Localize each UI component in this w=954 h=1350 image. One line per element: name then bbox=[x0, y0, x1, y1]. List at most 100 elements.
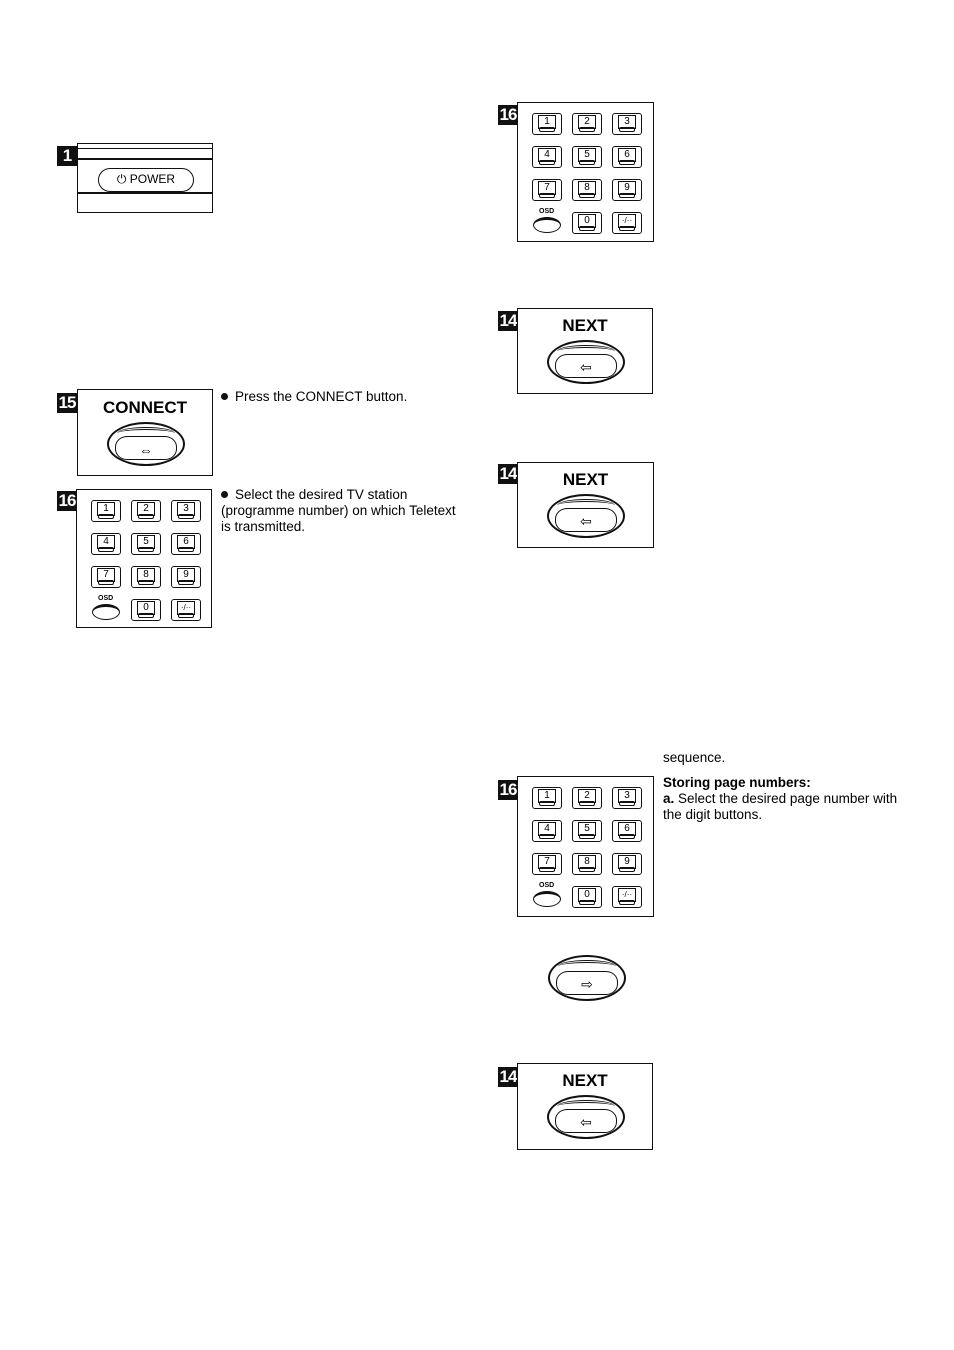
next-title: NEXT bbox=[562, 1071, 608, 1090]
connect-arrow-icon: ⇔ bbox=[139, 442, 153, 458]
double-digit-key[interactable]: ·/·· bbox=[171, 599, 201, 621]
digit-key-label: 3 bbox=[177, 502, 195, 516]
digit-key-5[interactable]: 5 bbox=[572, 146, 602, 168]
store-button[interactable]: ⇨ bbox=[548, 955, 626, 1001]
digit-key-3[interactable]: 3 bbox=[612, 787, 642, 809]
digit-key-1[interactable]: 1 bbox=[532, 787, 562, 809]
bullet-icon bbox=[221, 393, 228, 400]
digit-key-6[interactable]: 6 bbox=[171, 533, 201, 555]
power-panel: ⏻ POWER bbox=[77, 143, 213, 213]
digit-key-6[interactable]: 6 bbox=[612, 146, 642, 168]
digit-key-label: 1 bbox=[97, 502, 115, 516]
digit-key-label: 5 bbox=[578, 822, 596, 836]
next-panel-3: NEXT ⇦ bbox=[517, 1063, 653, 1150]
digit-key-7[interactable]: 7 bbox=[532, 179, 562, 201]
digit-key-label: 0 bbox=[578, 214, 596, 228]
storing-a-line2: the digit buttons. bbox=[663, 807, 763, 822]
digit-key-label: 1 bbox=[538, 115, 556, 129]
storing-heading: Storing page numbers: bbox=[663, 775, 811, 790]
connect-title: CONNECT bbox=[102, 398, 188, 417]
digit-key-0[interactable]: 0 bbox=[131, 599, 161, 621]
power-button[interactable]: ⏻ POWER bbox=[98, 168, 194, 192]
digit-key-label: 6 bbox=[618, 822, 636, 836]
digit-key-4[interactable]: 4 bbox=[91, 533, 121, 555]
digit-key-label: 8 bbox=[578, 181, 596, 195]
digit-key-label: 3 bbox=[618, 789, 636, 803]
digit-key-label: 2 bbox=[137, 502, 155, 516]
digit-key-9[interactable]: 9 bbox=[612, 179, 642, 201]
digit-key-0[interactable]: 0 bbox=[572, 212, 602, 234]
digit-key-2[interactable]: 2 bbox=[572, 113, 602, 135]
step-number-16: 16 bbox=[498, 105, 518, 125]
digit-key-4[interactable]: 4 bbox=[532, 820, 562, 842]
double-digit-key[interactable]: ·/·· bbox=[612, 886, 642, 908]
next-arrow-icon: ⇦ bbox=[580, 359, 592, 375]
digit-key-2[interactable]: 2 bbox=[572, 787, 602, 809]
next-arrow-icon: ⇦ bbox=[580, 1114, 592, 1130]
osd-label: OSD bbox=[98, 595, 114, 602]
digit-key-5[interactable]: 5 bbox=[572, 820, 602, 842]
digit-key-1[interactable]: 1 bbox=[532, 113, 562, 135]
connect-button[interactable]: ⇔ bbox=[107, 422, 185, 466]
next-button[interactable]: ⇦ bbox=[547, 494, 625, 538]
digit-key-label: 0 bbox=[578, 888, 596, 902]
digit-key-label: 7 bbox=[538, 855, 556, 869]
osd-button[interactable] bbox=[92, 604, 120, 620]
digit-key-label: 4 bbox=[538, 148, 556, 162]
digit-key-3[interactable]: 3 bbox=[171, 500, 201, 522]
step-number-1: 1 bbox=[57, 146, 77, 166]
next-button[interactable]: ⇦ bbox=[547, 1095, 625, 1139]
step-number-16: 16 bbox=[498, 780, 518, 800]
digit-key-6[interactable]: 6 bbox=[612, 820, 642, 842]
step-number-15: 15 bbox=[57, 393, 77, 413]
digit-key-8[interactable]: 8 bbox=[572, 179, 602, 201]
digit-key-label: 0 bbox=[137, 601, 155, 615]
osd-label: OSD bbox=[539, 882, 555, 889]
osd-label: OSD bbox=[539, 208, 555, 215]
select-station-line2: (programme number) on which Teletext bbox=[221, 503, 456, 518]
digit-key-0[interactable]: 0 bbox=[572, 886, 602, 908]
digit-key-label: 1 bbox=[538, 789, 556, 803]
digit-key-label: 8 bbox=[578, 855, 596, 869]
digit-key-3[interactable]: 3 bbox=[612, 113, 642, 135]
digit-key-label: 3 bbox=[618, 115, 636, 129]
next-title: NEXT bbox=[562, 470, 609, 489]
double-digit-key[interactable]: ·/·· bbox=[612, 212, 642, 234]
next-arrow-icon: ⇦ bbox=[580, 513, 592, 529]
store-arrow-icon: ⇨ bbox=[581, 976, 593, 992]
digit-key-2[interactable]: 2 bbox=[131, 500, 161, 522]
double-digit-icon: ·/·· bbox=[618, 214, 636, 228]
osd-button[interactable] bbox=[533, 891, 561, 907]
storing-a-line1: Select the desired page number with bbox=[678, 791, 898, 806]
next-panel-1: NEXT ⇦ bbox=[517, 308, 653, 394]
digit-key-5[interactable]: 5 bbox=[131, 533, 161, 555]
step-number-14: 14 bbox=[498, 1067, 518, 1087]
digit-key-label: 5 bbox=[137, 535, 155, 549]
digit-key-4[interactable]: 4 bbox=[532, 146, 562, 168]
digit-key-7[interactable]: 7 bbox=[532, 853, 562, 875]
digit-key-label: 7 bbox=[538, 181, 556, 195]
next-button[interactable]: ⇦ bbox=[547, 340, 625, 384]
digit-key-1[interactable]: 1 bbox=[91, 500, 121, 522]
select-station-line1: Select the desired TV station bbox=[235, 487, 408, 502]
power-button-label: POWER bbox=[129, 172, 176, 186]
digit-key-9[interactable]: 9 bbox=[171, 566, 201, 588]
digit-key-label: 9 bbox=[618, 855, 636, 869]
digit-key-9[interactable]: 9 bbox=[612, 853, 642, 875]
select-station-line3: is transmitted. bbox=[221, 519, 306, 534]
osd-button[interactable] bbox=[533, 217, 561, 233]
digit-key-label: 6 bbox=[618, 148, 636, 162]
digit-key-7[interactable]: 7 bbox=[91, 566, 121, 588]
digit-key-8[interactable]: 8 bbox=[572, 853, 602, 875]
digit-key-label: 2 bbox=[578, 789, 596, 803]
digit-key-label: 7 bbox=[97, 568, 115, 582]
digit-key-8[interactable]: 8 bbox=[131, 566, 161, 588]
digit-key-label: 2 bbox=[578, 115, 596, 129]
digit-key-label: 5 bbox=[578, 148, 596, 162]
digit-key-label: 9 bbox=[177, 568, 195, 582]
sequence-text: sequence. bbox=[663, 750, 726, 765]
step-number-16: 16 bbox=[57, 491, 77, 511]
